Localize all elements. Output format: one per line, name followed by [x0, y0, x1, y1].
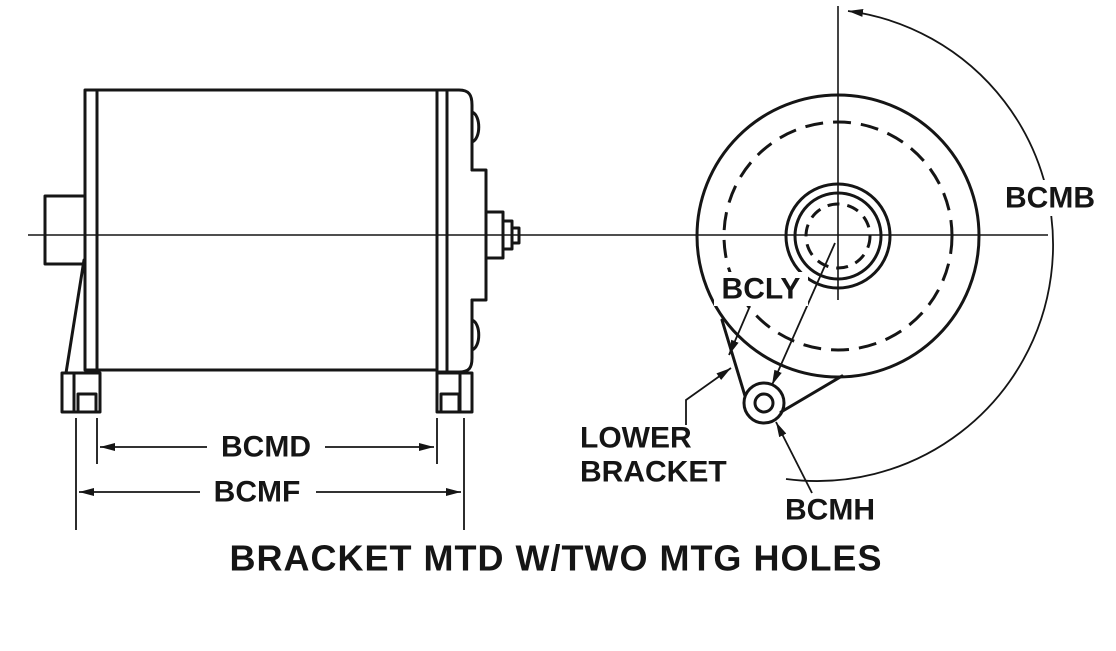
- end-bell-top-ear: [470, 110, 481, 144]
- centerlines: [28, 6, 1048, 300]
- left-mounting-foot: [60, 371, 102, 414]
- hub-outer-circle: [784, 182, 892, 290]
- shaft-tip: [510, 226, 521, 245]
- motor-end-view: [695, 9, 1054, 482]
- bcmh-label: BCMH: [785, 494, 875, 527]
- bcmf-label: BCMF: [214, 476, 301, 509]
- bcmb-label-mask: [1002, 180, 1098, 216]
- bolt-circle-dashed: [722, 120, 954, 352]
- left-bracket-edge: [64, 258, 86, 375]
- bcmb-label: BCMB: [1005, 182, 1095, 215]
- mounting-hole-outer: [742, 381, 786, 425]
- mounting-hole-inner: [753, 392, 775, 414]
- left-end-block: [43, 194, 87, 266]
- end-bell: [435, 88, 488, 374]
- bcmb-dimension-arc: [785, 9, 1054, 482]
- drawing-title: BRACKET MTD W/TWO MTG HOLES: [230, 538, 883, 579]
- labels: BCMD BCMF BCMB BCLY LOWER BRACKET BCMH B…: [214, 182, 1095, 579]
- hub-inner-circle: [793, 191, 883, 281]
- left-foot-outline: [60, 371, 102, 414]
- bcly-label-mask: [714, 272, 808, 306]
- lower-bracket-label-line2: BRACKET: [580, 456, 727, 489]
- bcly-label: BCLY: [722, 273, 801, 306]
- end-bell-bottom-ear: [470, 318, 481, 352]
- dimensions: [75, 242, 836, 530]
- lower-bracket-right-edge: [779, 374, 844, 414]
- motor-side-view: [43, 88, 521, 414]
- lower-bracket-leader: [685, 367, 732, 425]
- lower-bracket-left-edge: [720, 318, 747, 398]
- bcly-leader: [728, 305, 751, 356]
- bearing-boss: [470, 168, 488, 302]
- motor-body: [83, 88, 439, 372]
- shaft-hole-dashed: [804, 202, 872, 270]
- right-mounting-foot: [435, 371, 474, 414]
- end-bell-top: [435, 88, 474, 172]
- lower-bracket-label-line1: LOWER: [580, 422, 692, 455]
- bcmd-label: BCMD: [221, 431, 311, 464]
- end-bell-bottom: [435, 298, 474, 374]
- bcly-dimension-line: [771, 242, 836, 386]
- shaft: [484, 210, 521, 260]
- left-foot-notch: [76, 392, 98, 414]
- right-foot-notch: [439, 392, 461, 414]
- bcmh-leader: [775, 421, 813, 494]
- lower-bracket: [720, 318, 844, 425]
